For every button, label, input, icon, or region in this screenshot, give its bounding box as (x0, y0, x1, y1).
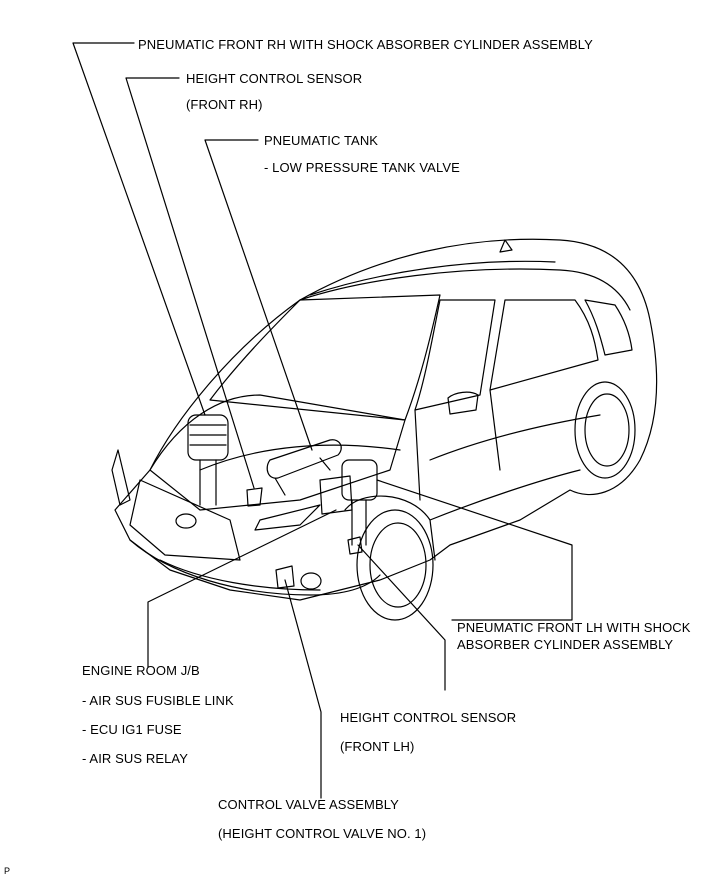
label-engine-room-jb-title: ENGINE ROOM J/B (82, 663, 200, 678)
car-roof-line (299, 268, 631, 311)
car-body-outline (114, 238, 658, 601)
car-mirror (447, 391, 479, 415)
car-rear-wheel-inner (584, 393, 630, 467)
rh-height-sensor (246, 487, 263, 507)
car-side-sill (429, 469, 581, 521)
pneumatic-tank-bracket (274, 457, 331, 496)
label-control-valve-title: CONTROL VALVE ASSEMBLY (218, 797, 399, 812)
control-valve (275, 565, 295, 589)
leader-pneumatic-tank (204, 139, 313, 451)
label-height-sensor-rh-title: HEIGHT CONTROL SENSOR (186, 71, 363, 86)
car-rear-wheel (574, 381, 636, 479)
label-front-lh-cylinder-line1: PNEUMATIC FRONT LH WITH SHOCK (457, 620, 691, 635)
car-quarter-window (584, 299, 633, 356)
leader-height-sensor-rh (125, 77, 255, 489)
label-control-valve-sub: (HEIGHT CONTROL VALVE NO. 1) (218, 826, 427, 841)
leader-engine-room-jb (147, 509, 337, 668)
leader-height-sensor-lh (357, 544, 446, 691)
car-grille (129, 479, 241, 561)
car-lower-bumper (159, 559, 321, 591)
car-door-line-2 (414, 409, 421, 501)
leader-control-valve (284, 579, 322, 799)
label-front-lh-cylinder-line2: ABSORBER CYLINDER ASSEMBLY (457, 637, 674, 652)
car-headlight-left (111, 449, 131, 506)
label-pneumatic-tank-title: PNEUMATIC TANK (264, 133, 379, 148)
label-engine-room-jb-item1: - AIR SUS FUSIBLE LINK (82, 693, 234, 708)
car-side-crease (429, 414, 601, 461)
label-pneumatic-tank-sub: - LOW PRESSURE TANK VALVE (264, 160, 460, 175)
car-fog-lamp (300, 572, 322, 590)
pneumatic-tank (266, 439, 342, 479)
label-front-rh-cylinder: PNEUMATIC FRONT RH WITH SHOCK ABSORBER C… (138, 37, 593, 52)
label-engine-room-jb-item3: - AIR SUS RELAY (82, 751, 189, 766)
car-front-window (414, 299, 496, 411)
car-headlight-right (254, 504, 321, 531)
label-engine-room-jb-item2: - ECU IG1 FUSE (82, 722, 182, 737)
car-hood (149, 394, 406, 511)
lh-height-sensor (347, 536, 363, 555)
corner-mark: P (4, 866, 11, 876)
rh-strut-coil (189, 424, 227, 446)
car-front-bumper (129, 539, 381, 596)
car-front-wheel (356, 509, 434, 621)
car-roof-rail (309, 260, 556, 296)
car-hood-crease (199, 444, 401, 471)
label-height-sensor-lh-title: HEIGHT CONTROL SENSOR (340, 710, 517, 725)
car-door-line-1 (489, 389, 501, 471)
car-front-wheel-inner (369, 522, 427, 608)
car-windshield (209, 294, 441, 421)
car-rear-window (489, 299, 599, 391)
engine-room-jb (319, 475, 353, 515)
label-height-sensor-lh-sub: (FRONT LH) (340, 739, 415, 754)
leader-front-lh-cylinder (376, 479, 573, 621)
car-antenna (499, 239, 513, 253)
car-emblem (175, 513, 197, 529)
rh-strut-rod (199, 459, 217, 506)
leader-front-rh-cylinder (72, 42, 206, 416)
label-height-sensor-rh-sub: (FRONT RH) (186, 97, 263, 112)
rh-strut-body (187, 414, 229, 461)
